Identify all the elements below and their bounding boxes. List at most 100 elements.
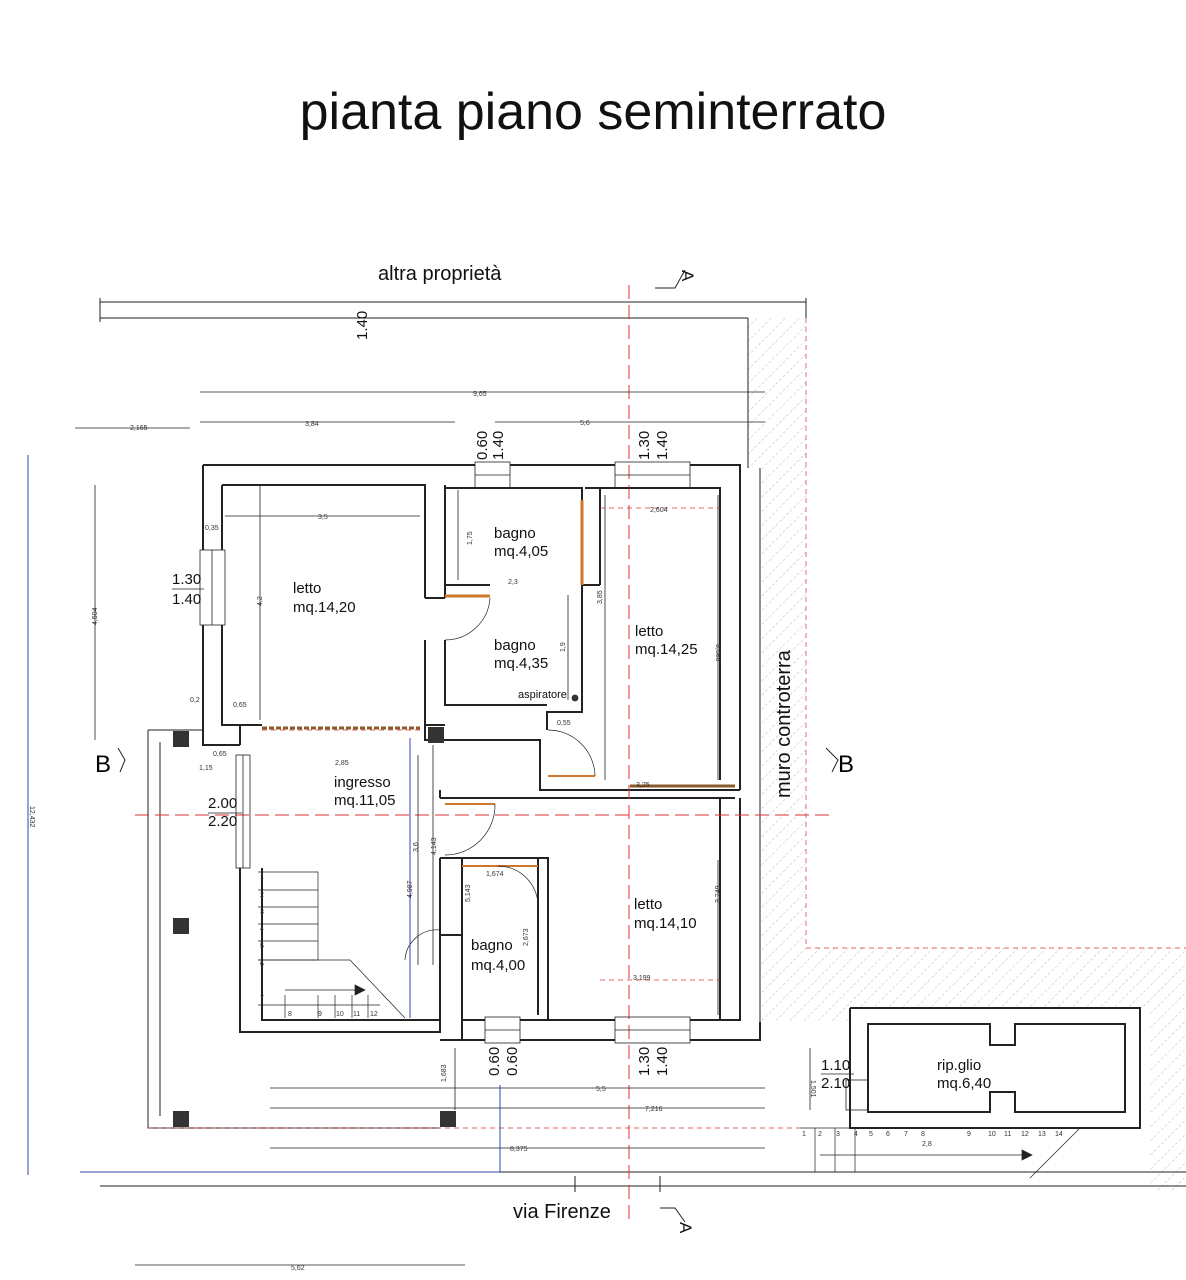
opening-height: 1.40 xyxy=(654,431,671,460)
stair-step-number: 1 xyxy=(802,1131,806,1138)
stair-step-number: 2 xyxy=(260,892,264,899)
opening-height: 1.40 xyxy=(490,431,507,460)
stair-step-number: 10 xyxy=(336,1011,344,1018)
stair-step-number: 5 xyxy=(260,943,264,950)
dim-text: 4,504 xyxy=(92,607,99,625)
dim-text: 1,501 xyxy=(809,1080,816,1098)
room-area: mq.6,40 xyxy=(937,1075,991,1092)
dim-text: 8,375 xyxy=(510,1146,528,1153)
opening-width: 1.30 xyxy=(636,1047,653,1076)
dim-text: 7,216 xyxy=(645,1106,663,1113)
dim-text: 5,086 xyxy=(714,644,721,662)
section-a-bottom-label: A xyxy=(676,1222,695,1234)
room-name: letto xyxy=(634,896,662,913)
stair-step-number: 5 xyxy=(869,1131,873,1138)
stair-step-number: 6 xyxy=(260,961,264,968)
room-area: mq.4,00 xyxy=(471,957,525,974)
dim-text: 3,6 xyxy=(413,842,420,852)
opening-width: 0.60 xyxy=(474,431,491,460)
stair-step-number: 1 xyxy=(260,874,264,881)
dim-text: 3,25 xyxy=(636,782,650,789)
dimension-lines xyxy=(27,391,811,1266)
stair-step-number: 3 xyxy=(260,909,264,916)
room-name: rip.glio xyxy=(937,1057,981,1074)
room-area: mq.14,10 xyxy=(634,915,697,932)
dim-text: 1,683 xyxy=(441,1064,448,1082)
opening-width: 2.00 xyxy=(208,795,237,812)
stair-step-number: 12 xyxy=(370,1011,378,1018)
room-name: bagno xyxy=(471,937,513,954)
dim-text: 0,65 xyxy=(213,751,227,758)
dim-text: 4,987 xyxy=(407,880,414,898)
dim-text: 3,199 xyxy=(633,975,651,982)
top-street-label: altra proprietà xyxy=(378,263,502,285)
room-area: mq.4,05 xyxy=(494,543,548,560)
stair-step-number: 13 xyxy=(1038,1131,1046,1138)
property-boundary-top xyxy=(99,298,807,322)
room-name: ingresso xyxy=(334,774,391,791)
stair-step-number: 8 xyxy=(288,1011,292,1018)
room-area: mq.14,20 xyxy=(293,599,356,616)
dim-text: 12,432 xyxy=(28,806,35,828)
dim-text: 0,2 xyxy=(190,697,200,704)
doors xyxy=(262,500,735,961)
dim-text: 2,604 xyxy=(650,507,668,514)
room-area: mq.14,25 xyxy=(635,641,698,658)
opening-width: 1.30 xyxy=(636,431,653,460)
opening-width: 1.30 xyxy=(172,571,201,588)
section-lines xyxy=(135,285,830,1225)
stair-step-number: 9 xyxy=(967,1131,971,1138)
top-height-label: 1.40 xyxy=(354,311,371,340)
dim-text: 2,3 xyxy=(508,579,518,586)
windows xyxy=(199,461,869,1111)
dim-text: 4,143 xyxy=(431,837,438,855)
dim-text: 9,65 xyxy=(473,391,487,398)
dim-text: 0,65 xyxy=(233,702,247,709)
storage-room xyxy=(849,1007,1141,1129)
room-name: bagno xyxy=(494,637,536,654)
opening-height: 0.60 xyxy=(504,1047,521,1076)
stair-step-number: 4 xyxy=(854,1131,858,1138)
opening-height: 2.10 xyxy=(821,1075,850,1092)
property-boundary-bottom xyxy=(80,1171,1186,1192)
stair-step-number: 3 xyxy=(836,1131,840,1138)
dim-text: 1,674 xyxy=(486,871,504,878)
opening-labels: 1.30 1.40 0.60 1.40 1.30 1.40 2.00 2.20 … xyxy=(172,311,854,1092)
stair-step-number: 6 xyxy=(886,1131,890,1138)
dim-text: 3,85 xyxy=(597,590,604,604)
room-area: mq.4,35 xyxy=(494,655,548,672)
stair-step-number: 7 xyxy=(260,995,264,1002)
dim-text: 0,35 xyxy=(205,525,219,532)
dim-text: 3,84 xyxy=(305,421,319,428)
dim-text: 2,85 xyxy=(335,760,349,767)
room-name: bagno xyxy=(494,525,536,542)
dim-text: 3,749 xyxy=(715,885,722,903)
stair-step-number: 4 xyxy=(260,926,264,933)
dim-text: 4,2 xyxy=(257,596,264,606)
stair-step-number: 11 xyxy=(353,1011,360,1018)
room-name: letto xyxy=(293,580,321,597)
dim-text: 2,165 xyxy=(130,425,148,432)
section-b-left-label: B xyxy=(95,751,111,778)
dim-text: 5,143 xyxy=(465,884,472,902)
stair-step-number: 7 xyxy=(904,1131,908,1138)
dimension-texts: 9,65 2,165 3,84 5,6 3,5 0,35 4,504 4,2 1… xyxy=(28,391,932,1272)
opening-height: 2.20 xyxy=(208,813,237,830)
retaining-wall-label: muro controterra xyxy=(773,649,795,798)
stair-step-number: 14 xyxy=(1055,1131,1063,1138)
room-area: mq.11,05 xyxy=(334,792,395,809)
dim-text: 5,6 xyxy=(580,420,590,427)
opening-width: 1.10 xyxy=(821,1057,850,1074)
stair-step-number: 9 xyxy=(318,1011,322,1018)
stair-step-number: 2 xyxy=(818,1131,822,1138)
exterior-stair xyxy=(800,1127,1081,1179)
aspiratore-label: aspiratore xyxy=(518,689,567,701)
stair-step-number: 10 xyxy=(988,1131,996,1138)
section-markers: A A B B xyxy=(95,269,854,1234)
retaining-wall-hatch xyxy=(747,318,1186,1190)
opening-height: 1.40 xyxy=(654,1047,671,1076)
stair-step-number: 11 xyxy=(1004,1131,1011,1138)
